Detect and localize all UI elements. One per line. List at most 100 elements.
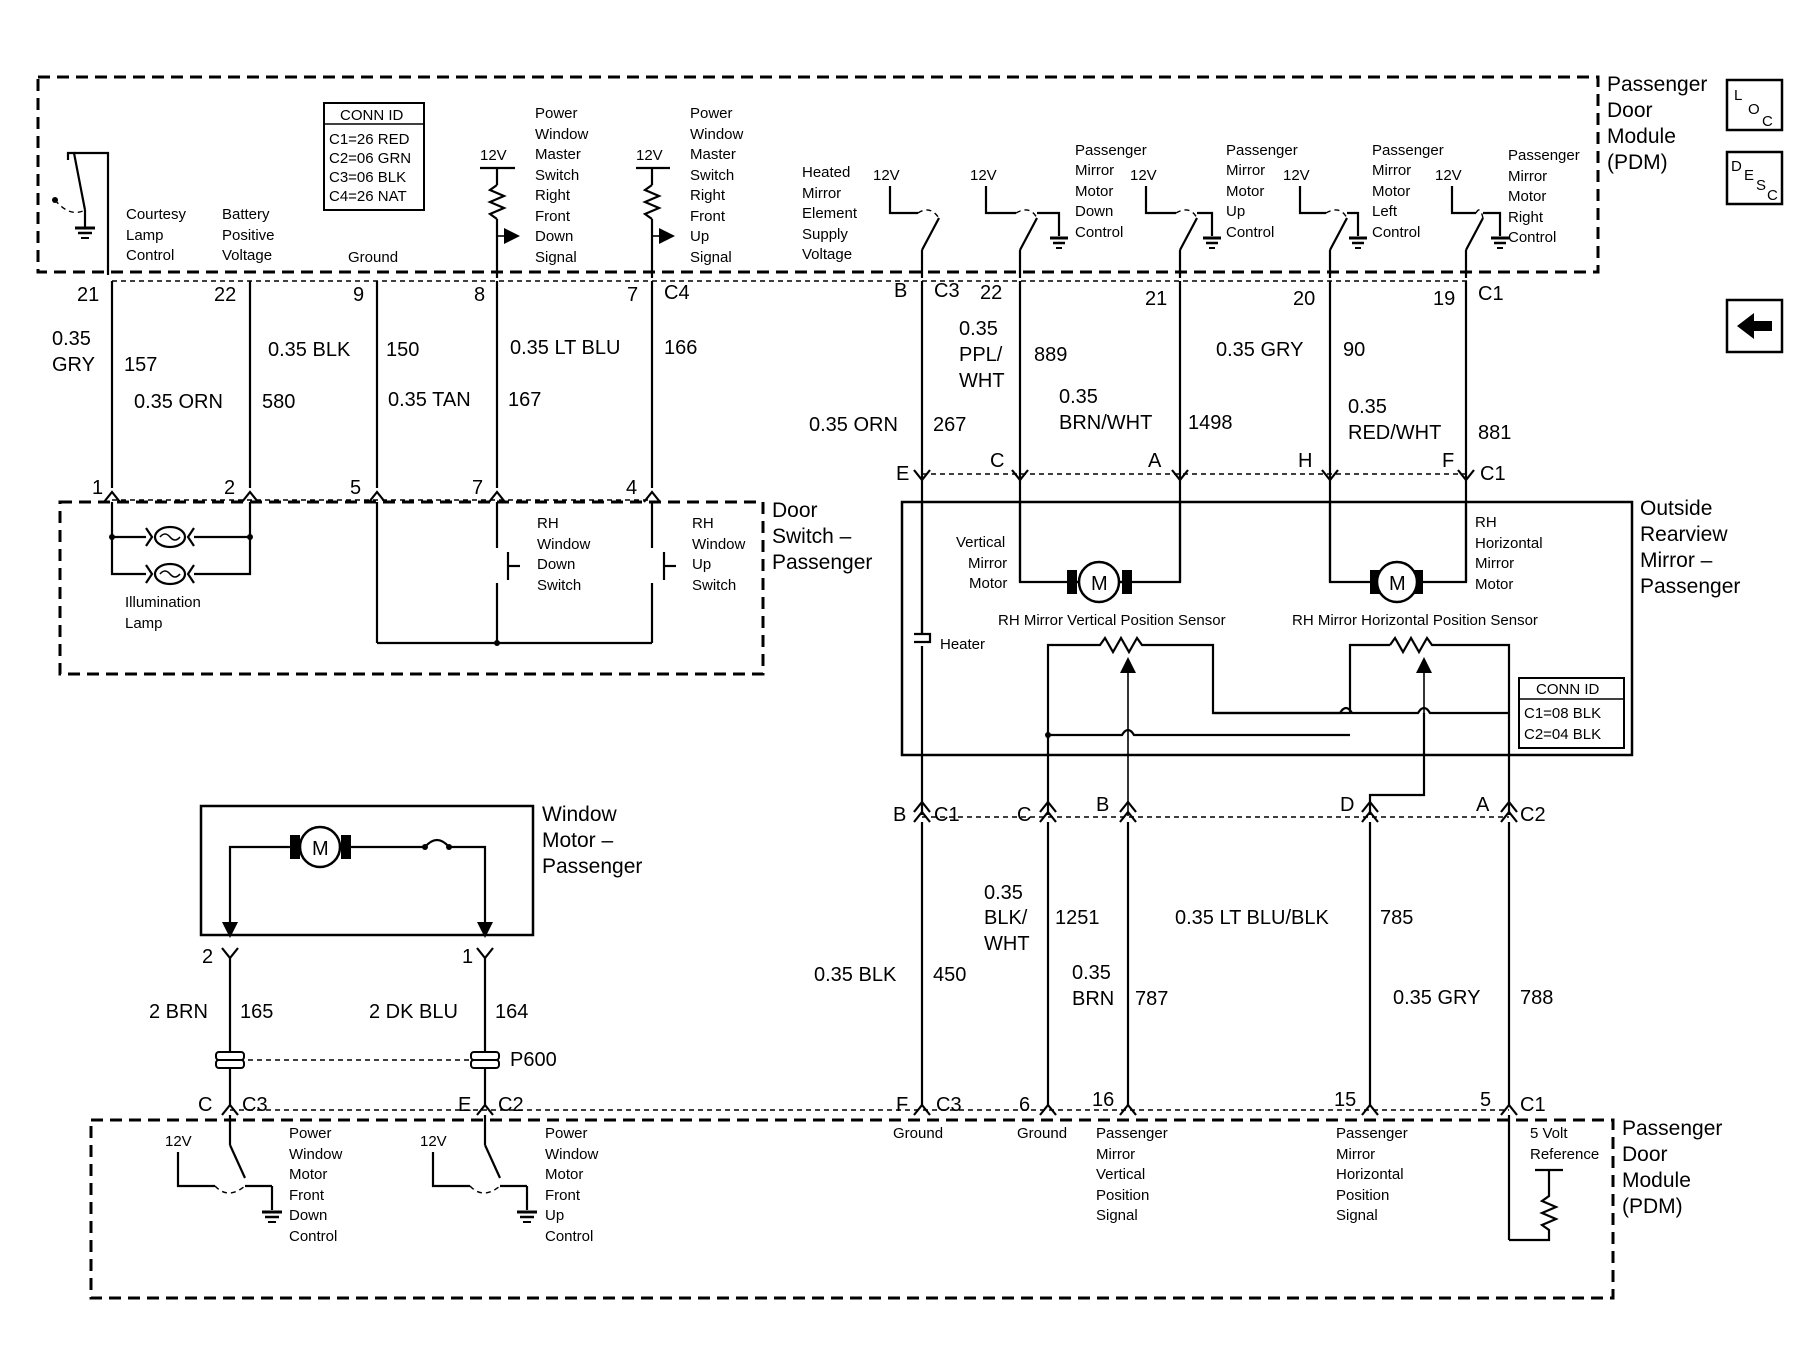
svg-text:20: 20: [1293, 288, 1315, 310]
mirror-top-pins: E C A H F C1: [896, 450, 1506, 485]
svg-text:BRN/WHT: BRN/WHT: [1059, 412, 1152, 434]
back-button[interactable]: [1725, 298, 1784, 354]
svg-text:RED/WHT: RED/WHT: [1348, 422, 1441, 444]
motor-icon: M: [298, 825, 342, 869]
svg-text:90: 90: [1343, 339, 1365, 361]
svg-text:Right: Right: [535, 187, 571, 204]
svg-text:C3=06 BLK: C3=06 BLK: [329, 169, 406, 186]
svg-text:12V: 12V: [420, 1133, 447, 1150]
svg-text:Passenger: Passenger: [1622, 1117, 1722, 1140]
svg-text:Signal: Signal: [690, 249, 732, 266]
svg-text:E: E: [896, 463, 909, 485]
svg-text:B: B: [893, 804, 906, 826]
svg-text:BLK/: BLK/: [984, 907, 1028, 929]
wire-labels-mid: 0.35 BLK 450 0.35 BLK/ WHT 1251 0.35 BRN…: [814, 882, 1553, 1010]
svg-text:C3: C3: [936, 1094, 962, 1116]
svg-text:Switch: Switch: [535, 167, 579, 184]
mirror-left-switch: 12V: [1283, 167, 1367, 278]
pw-motor-down-switch: 12V: [165, 1115, 282, 1223]
svg-text:Motor: Motor: [1475, 576, 1513, 593]
svg-text:164: 164: [495, 1001, 528, 1023]
svg-text:Passenger: Passenger: [1075, 142, 1147, 159]
ground-icon: [75, 226, 95, 239]
svg-text:C: C: [1017, 804, 1031, 826]
mirror-down-label: Passenger Mirror Motor Down Control: [1075, 142, 1147, 241]
svg-text:Battery: Battery: [222, 206, 270, 223]
pdm-top-box: [36, 75, 1600, 274]
heated-mirror-label: Heated Mirror Element Supply Voltage: [802, 164, 858, 263]
left-arrow-icon: [1737, 313, 1772, 339]
svg-text:(PDM): (PDM): [1622, 1195, 1683, 1218]
conn-id-table-top: CONN ID C1=26 RED C2=06 GRN C3=06 BLK C4…: [323, 102, 425, 211]
svg-text:157: 157: [124, 354, 157, 376]
svg-text:Lamp: Lamp: [126, 227, 164, 244]
svg-text:C1: C1: [1480, 463, 1506, 485]
svg-text:Signal: Signal: [535, 249, 577, 266]
svg-text:Motor: Motor: [545, 1166, 583, 1183]
svg-text:Master: Master: [535, 146, 581, 163]
svg-text:7: 7: [627, 284, 638, 306]
courtesy-lamp-label: Courtesy Lamp Control: [126, 206, 187, 264]
pw-down-label: Power Window Master Switch Right Front D…: [535, 105, 589, 266]
svg-text:450: 450: [933, 964, 966, 986]
svg-text:150: 150: [386, 339, 419, 361]
svg-text:12V: 12V: [480, 147, 507, 164]
svg-text:Vertical: Vertical: [956, 534, 1005, 551]
svg-text:Passenger: Passenger: [1096, 1125, 1168, 1142]
svg-text:0.35 ORN: 0.35 ORN: [134, 391, 223, 413]
svg-text:C3: C3: [934, 280, 960, 302]
svg-text:16: 16: [1092, 1089, 1114, 1111]
svg-text:Motor: Motor: [1372, 183, 1410, 200]
pw-motor-up-switch: 12V: [420, 1115, 537, 1223]
svg-text:22: 22: [980, 282, 1002, 304]
svg-text:Down: Down: [1075, 203, 1113, 220]
pw-down-resistor: 12V: [480, 147, 520, 278]
svg-text:Switch –: Switch –: [772, 525, 852, 548]
svg-text:RH: RH: [1475, 514, 1497, 531]
svg-text:Motor –: Motor –: [542, 829, 614, 852]
svg-text:C1: C1: [1520, 1094, 1546, 1116]
svg-text:Mirror: Mirror: [1336, 1146, 1375, 1163]
svg-text:1: 1: [92, 477, 103, 499]
svg-text:C4=26 NAT: C4=26 NAT: [329, 188, 407, 205]
svg-text:Down: Down: [289, 1207, 327, 1224]
svg-text:Mirror: Mirror: [802, 185, 841, 202]
svg-text:C2: C2: [498, 1094, 524, 1116]
loc-button[interactable]: LOC: [1725, 78, 1784, 132]
svg-text:267: 267: [933, 414, 966, 436]
svg-text:Switch: Switch: [537, 577, 581, 594]
svg-text:5 Volt: 5 Volt: [1530, 1125, 1568, 1142]
svg-text:B: B: [1096, 794, 1109, 816]
pdm-bottom-box: [89, 1118, 1615, 1300]
svg-text:Up: Up: [690, 228, 709, 245]
svg-text:Mirror: Mirror: [1075, 162, 1114, 179]
svg-text:Mirror: Mirror: [1372, 162, 1411, 179]
vertical-mirror-label: Vertical Mirror Motor: [956, 534, 1007, 592]
svg-text:0.35 BLK: 0.35 BLK: [814, 964, 897, 986]
svg-text:Motor: Motor: [969, 575, 1007, 592]
svg-text:M: M: [312, 838, 329, 860]
top-pin-labels: 21 22 9 8 7 C4 B C3 22 21 20 19 C1: [77, 280, 1504, 310]
mirror-up-label: Passenger Mirror Motor Up Control: [1226, 142, 1298, 241]
svg-text:Vertical: Vertical: [1096, 1166, 1145, 1183]
svg-text:O: O: [1748, 101, 1760, 118]
svg-text:Mirror: Mirror: [968, 555, 1007, 572]
svg-text:Window: Window: [535, 126, 589, 143]
svg-text:E: E: [1744, 167, 1754, 184]
horizontal-position-sensor: [1213, 635, 1511, 815]
door-switch-connectors: [103, 490, 661, 503]
door-switch-pins: 1 2 5 7 4: [92, 477, 637, 499]
conn-id-table-mirror: CONN ID C1=08 BLK C2=04 BLK: [1518, 677, 1625, 749]
svg-text:(PDM): (PDM): [1607, 151, 1668, 174]
bottom-connectors: [221, 1103, 1518, 1116]
svg-text:Control: Control: [1372, 224, 1420, 241]
motor-icon: M: [1375, 560, 1419, 604]
ground-label-top: Ground: [348, 249, 398, 266]
svg-text:2: 2: [202, 946, 213, 968]
svg-text:0.35 BLK: 0.35 BLK: [268, 339, 351, 361]
svg-text:Element: Element: [802, 205, 858, 222]
svg-text:D: D: [1340, 794, 1354, 816]
svg-text:Outside: Outside: [1640, 497, 1712, 520]
